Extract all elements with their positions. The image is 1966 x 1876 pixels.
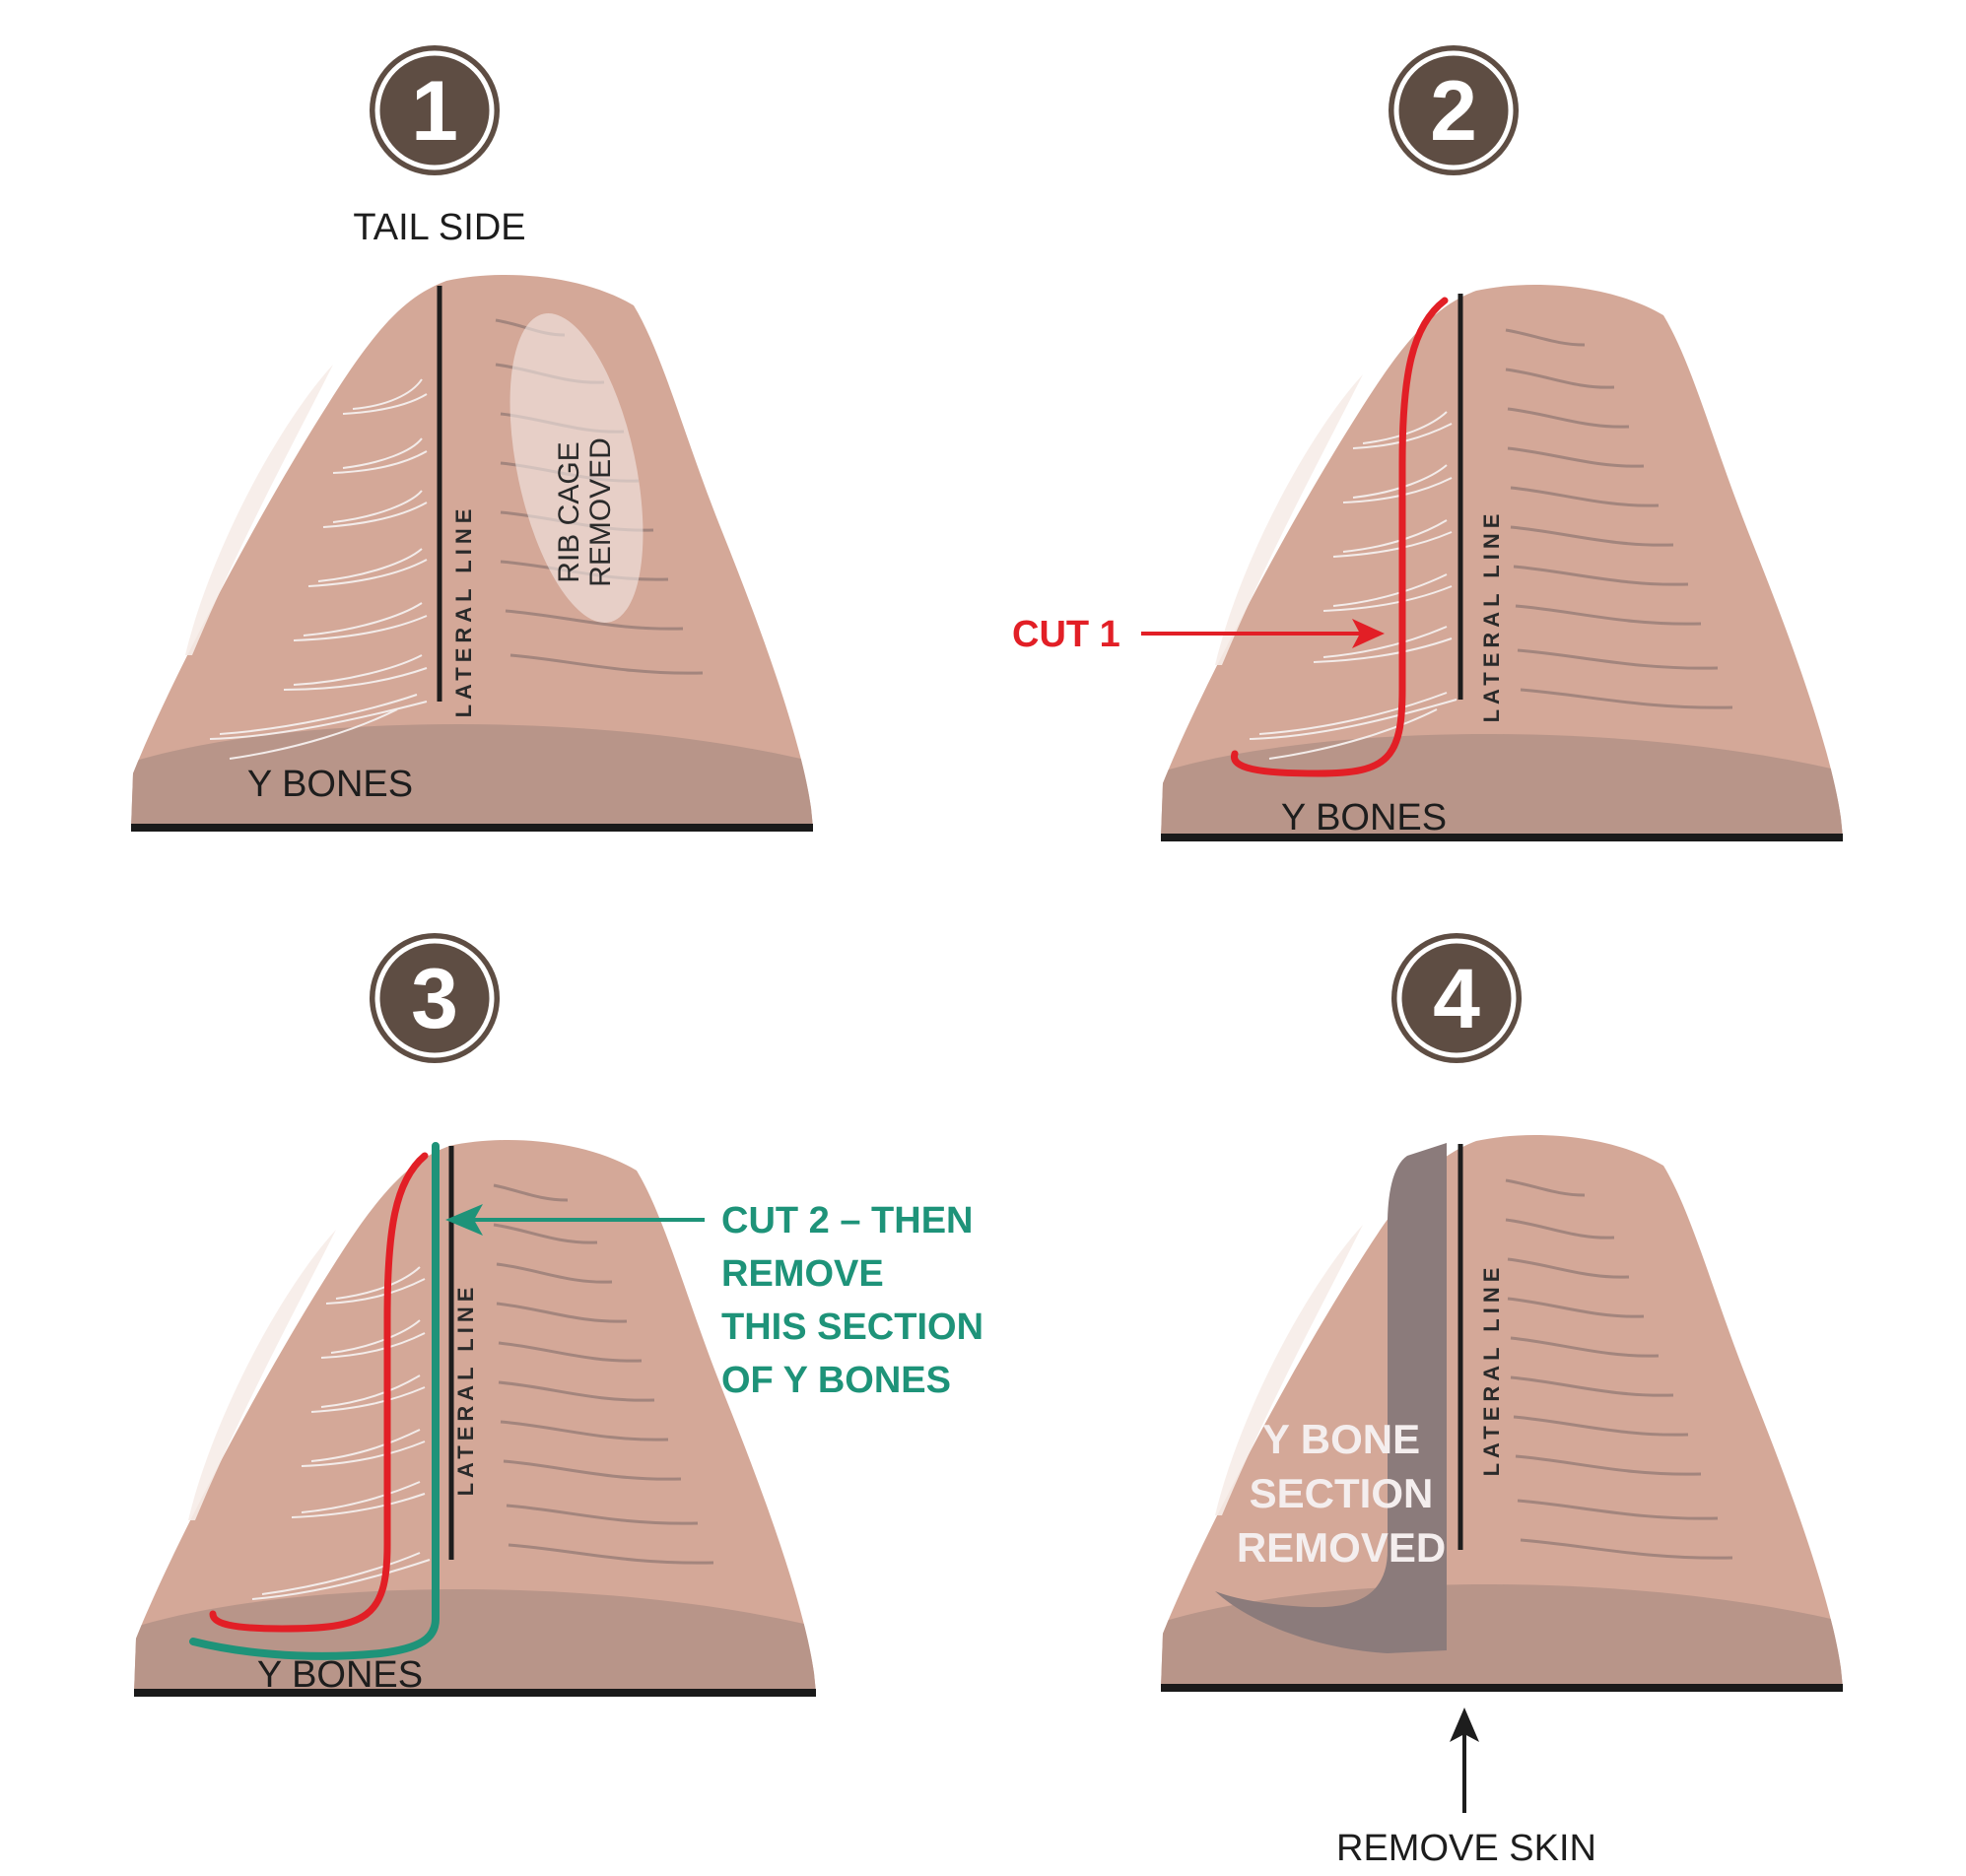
cut-2-line <box>189 1142 440 1660</box>
remove-skin-label: REMOVE SKIN <box>1336 1828 1596 1869</box>
step-badge-1: 1 <box>370 45 500 175</box>
cut-1-line-step3 <box>209 1152 429 1633</box>
step-number-1: 1 <box>411 64 458 159</box>
removed-section-zone <box>1215 1143 1447 1653</box>
cut-2-label-line1: CUT 2 – THEN <box>721 1200 973 1241</box>
rib-cage-label: RIB CAGE REMOVED <box>553 437 617 587</box>
lateral-line-label-4: LATERAL LINE <box>1479 1263 1504 1477</box>
fillet-1 <box>131 274 813 832</box>
step-number-2: 2 <box>1430 64 1477 159</box>
rib-cage-label-line1: RIB CAGE <box>553 441 585 582</box>
step-badge-2: 2 <box>1389 45 1519 175</box>
fillet-3 <box>134 1139 816 1697</box>
fillet-4 <box>1161 1134 1843 1692</box>
removed-label-line1: Y BONE <box>1262 1416 1420 1462</box>
step-badge-3: 3 <box>370 933 500 1063</box>
panel-3: 3 <box>134 933 983 1697</box>
y-bones-label-1: Y BONES <box>247 764 413 805</box>
step-badge-4: 4 <box>1391 933 1522 1063</box>
step-number-3: 3 <box>411 952 458 1046</box>
removed-label-line3: REMOVED <box>1237 1524 1446 1571</box>
panel-1: 1 TAIL SIDE <box>131 45 813 832</box>
panel-2: 2 <box>1012 45 1843 841</box>
lateral-line-label-1: LATERAL LINE <box>451 504 476 718</box>
cut-2-label-line4: OF Y BONES <box>721 1360 951 1401</box>
cut-1-line <box>1231 297 1449 777</box>
y-bones-marks <box>209 378 428 760</box>
cut-2-label-line2: REMOVE <box>721 1253 884 1295</box>
cut-2-label: CUT 2 – THEN REMOVE THIS SECTION OF Y BO… <box>721 1200 983 1401</box>
step-number-4: 4 <box>1433 952 1480 1046</box>
rib-cage-label-line2: REMOVED <box>584 437 617 587</box>
panel-4: 4 LATERAL L <box>1161 933 1843 1869</box>
removed-label: Y BONE SECTION REMOVED <box>1237 1416 1446 1571</box>
cut-2-label-line3: THIS SECTION <box>721 1306 983 1348</box>
fillet-2 <box>1161 284 1843 841</box>
y-bones-label-2: Y BONES <box>1281 797 1447 838</box>
lateral-line-label-2: LATERAL LINE <box>1479 509 1504 723</box>
removed-label-line2: SECTION <box>1250 1470 1434 1516</box>
cut-1-label: CUT 1 <box>1012 614 1120 655</box>
lateral-line-label-3: LATERAL LINE <box>453 1283 478 1497</box>
rib-cage-zone <box>509 312 644 624</box>
tail-side-label: TAIL SIDE <box>353 207 525 248</box>
y-bones-label-3: Y BONES <box>257 1654 423 1696</box>
